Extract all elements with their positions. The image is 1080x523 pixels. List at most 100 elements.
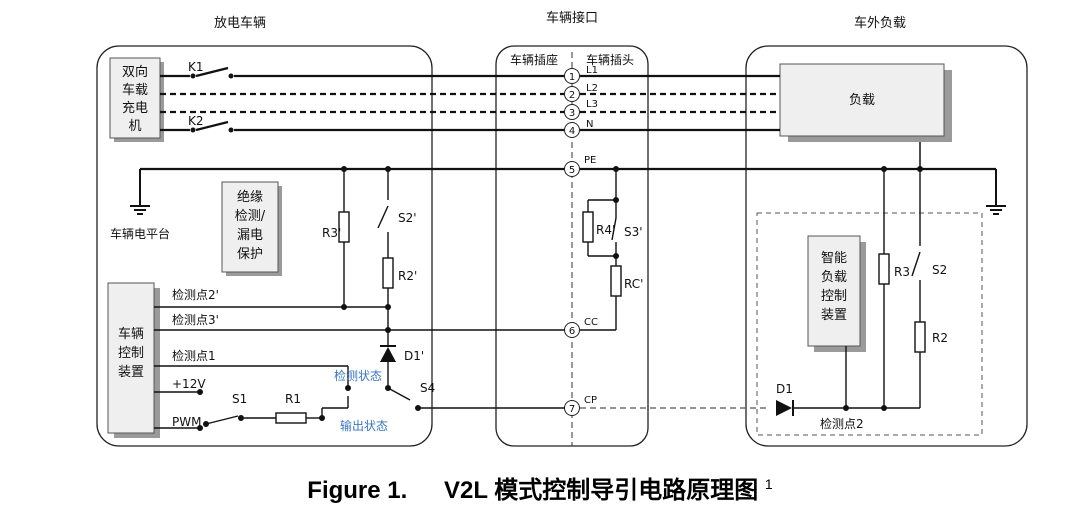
s4-switch: [387, 387, 411, 401]
det1-label: 检测点1: [172, 348, 216, 363]
pin-3-name: L3: [586, 99, 598, 110]
r4p-label: R4': [596, 223, 615, 237]
r4p-resistor: [582, 211, 594, 243]
junction: [881, 166, 887, 172]
section-title-interface: 车辆接口: [546, 10, 598, 26]
plug-label: 车辆插头: [586, 52, 634, 67]
s1-switch: [205, 415, 239, 425]
load-box: [779, 63, 945, 137]
pin-4-circle: [564, 122, 580, 138]
junction: [613, 166, 619, 172]
junction: [341, 166, 347, 172]
vcu-label-1: 车辆: [118, 326, 144, 342]
s2-label: S2: [932, 263, 947, 277]
smart-load-label-1: 智能: [821, 251, 847, 266]
pwm-terminal: [197, 425, 203, 431]
s4-label: S4: [420, 381, 435, 395]
figure-number: Figure 1.: [307, 477, 408, 504]
pin-4-name: N: [586, 119, 593, 130]
state-detect-label: 检测状态: [334, 368, 382, 383]
figure-title: V2L 模式控制导引电路原理图: [443, 477, 759, 504]
pin-7-num: 7: [569, 404, 575, 415]
s1-contact: [203, 421, 209, 427]
smart-load-box: [807, 235, 861, 347]
k1-contact-2: [228, 73, 234, 79]
junction: [341, 304, 347, 310]
junction: [843, 405, 849, 411]
s2p-label: S2': [398, 211, 417, 225]
r2p-label: R2': [398, 269, 417, 283]
vcu-label-3: 装置: [118, 365, 144, 380]
platform-label: 车辆电平台: [110, 226, 170, 241]
pin-5-name: PE: [584, 155, 596, 166]
d1p-label: D1': [404, 349, 424, 363]
pin-group: [564, 68, 580, 416]
pin-5-num: 5: [569, 165, 575, 176]
r3-label: R3: [894, 265, 910, 279]
load-control-dashed-frame: [756, 212, 983, 436]
v12-terminal: [197, 389, 203, 395]
k2-label: K2: [188, 114, 204, 128]
insulation-label-4: 保护: [237, 247, 263, 262]
r3p-label: R3': [322, 226, 341, 240]
junction: [319, 415, 325, 421]
pin-7-name: CP: [584, 395, 597, 406]
r1-resistor: [275, 412, 307, 424]
junction: [881, 405, 887, 411]
k2-contact: [190, 127, 196, 133]
s1-label: S1: [232, 392, 247, 406]
section-title-external-load: 车外负载: [854, 15, 906, 31]
r2-resistor: [914, 321, 926, 353]
pin-4-num: 4: [569, 126, 575, 137]
pin-2-name: L2: [586, 83, 598, 94]
s3p-label: S3': [624, 225, 643, 239]
charger-label-1: 双向: [122, 64, 148, 80]
s4-contact-detect: [345, 385, 351, 391]
insulation-label-3: 漏电: [237, 227, 263, 243]
k2-switch: [195, 120, 229, 132]
pin-2-num: 2: [569, 90, 575, 101]
charger-label-3: 充电: [122, 100, 148, 116]
junction: [385, 166, 391, 172]
insulation-box: [221, 181, 279, 273]
r2-label: R2: [932, 331, 948, 345]
r3-resistor: [878, 253, 890, 285]
junction: [415, 405, 421, 411]
det3p-label: 检测点3': [172, 312, 219, 327]
pin-3-num: 3: [569, 108, 575, 119]
rcp-resistor: [610, 265, 622, 297]
state-output-label: 输出状态: [340, 418, 388, 433]
rcp-label: RC': [624, 277, 643, 291]
d1-label: D1: [776, 382, 793, 396]
socket-label: 车辆插座: [510, 52, 558, 67]
charger-box: [109, 57, 161, 139]
s3p-switch: [611, 217, 617, 241]
external-load-frame: [745, 45, 1028, 447]
k1-switch: [195, 66, 229, 78]
section-title-vehicle: 放电车辆: [214, 15, 266, 31]
vcu-box: [107, 282, 155, 434]
circuit-diagram: 放电车辆 车辆接口 车外负载 车辆插座 车辆插头 双向 车载 充电 机 绝缘 检…: [96, 10, 1028, 447]
s1-contact-2: [238, 415, 244, 421]
d1p-diode-icon: [380, 347, 396, 362]
junction: [385, 327, 391, 333]
junction: [613, 197, 619, 203]
pin-6-num: 6: [569, 326, 575, 337]
figure-footnote: 1: [764, 476, 773, 492]
figure-caption: Figure 1. V2L 模式控制导引电路原理图 1: [0, 470, 1080, 505]
pin-6-name: CC: [584, 317, 598, 328]
smart-load-label-2: 负载: [821, 270, 847, 285]
det2p-label: 检测点2': [172, 287, 219, 302]
charger-label-2: 车载: [122, 82, 148, 98]
pwm-label: PWM: [172, 415, 201, 429]
s2-switch: [911, 251, 921, 277]
pin-1-name: L1: [586, 65, 598, 76]
insulation-label-2: 检测/: [235, 209, 266, 224]
junction: [613, 253, 619, 259]
smart-load-label-3: 控制: [821, 289, 847, 304]
k1-label: K1: [188, 60, 204, 74]
v12-label: +12V: [172, 377, 206, 391]
k1-contact: [190, 73, 196, 79]
pin-3-circle: [564, 104, 580, 120]
junction: [385, 304, 391, 310]
